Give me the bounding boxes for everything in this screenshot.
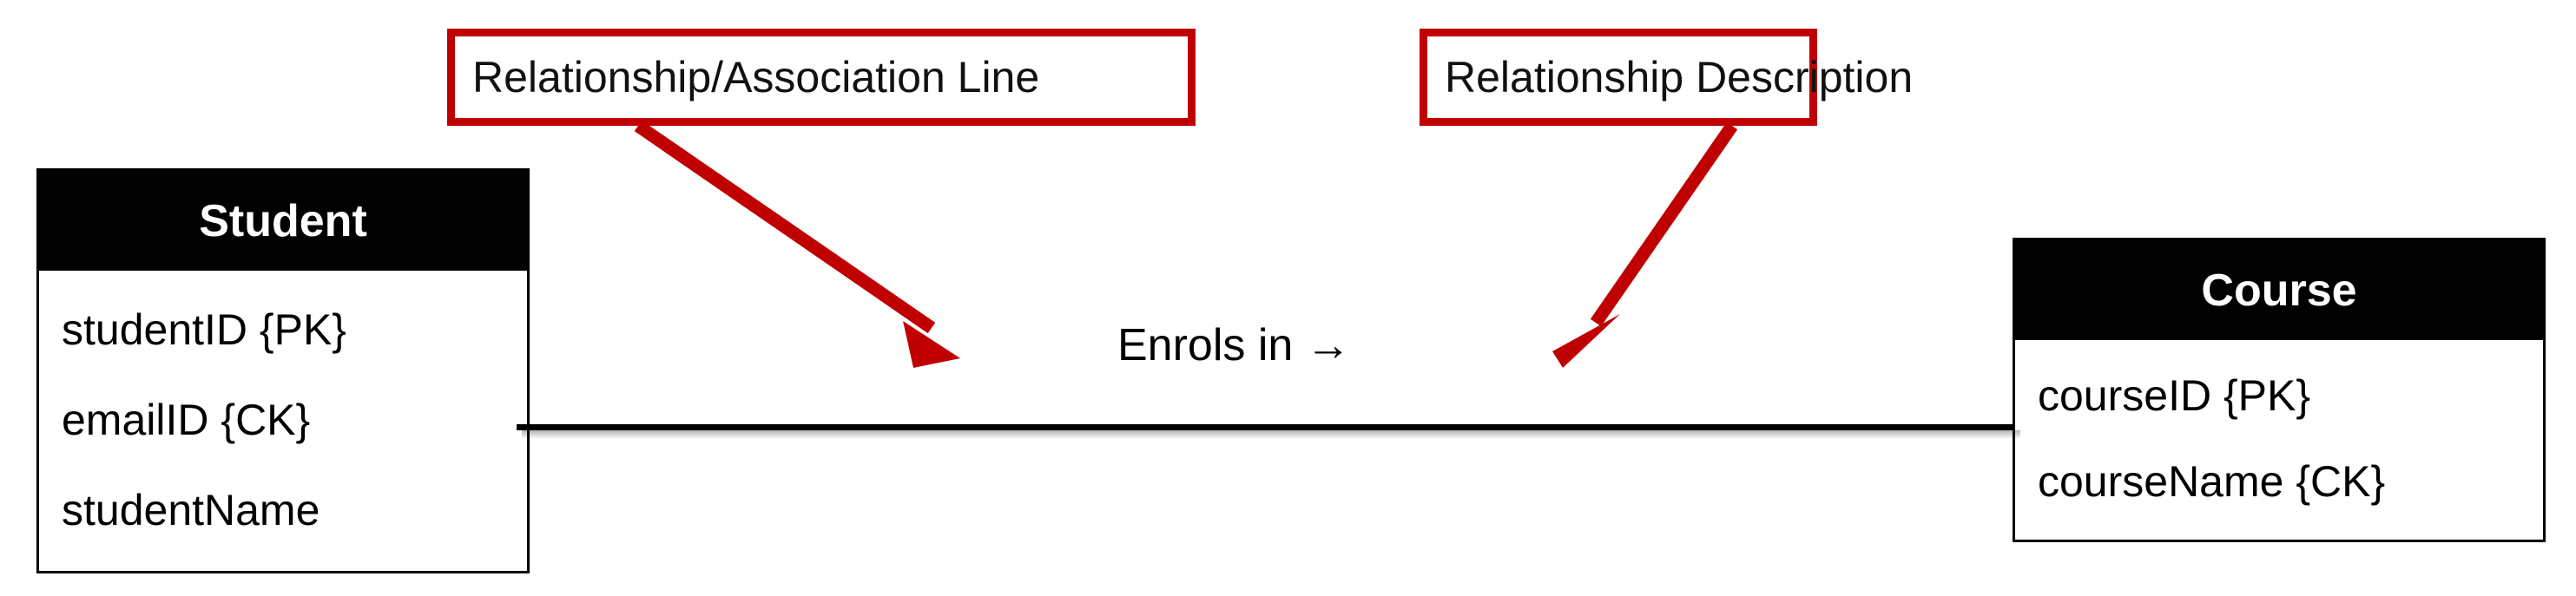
entity-student-attribute: emailID {CK} — [62, 396, 311, 444]
annotation-callout-relationship-description[interactable]: Relationship Description — [1420, 29, 1913, 126]
annotation-callout-association-line[interactable]: Relationship/Association Line — [447, 29, 1196, 126]
entity-student[interactable]: Student studentID {PK} emailID {CK} stud… — [36, 168, 530, 573]
entity-course-attribute: courseID {PK} — [2038, 370, 2311, 420]
annotation-arrow-association-line — [634, 120, 960, 368]
entity-student-attribute-list: studentID {PK} emailID {CK} studentName — [39, 271, 527, 571]
relationship-association-line[interactable] — [517, 424, 2020, 439]
relationship-description-label: Enrols in → — [1117, 320, 1351, 370]
annotation-callout-label: Relationship Description — [1445, 53, 1914, 102]
entity-course-attribute-list: courseID {PK} courseName {CK} — [2015, 340, 2543, 540]
annotation-callout-label: Relationship/Association Line — [472, 53, 1040, 102]
entity-course[interactable]: Course courseID {PK} courseName {CK} — [2013, 238, 2546, 542]
entity-course-attribute: courseName {CK} — [2038, 456, 2386, 506]
annotation-arrow-relationship-description — [1552, 121, 1738, 368]
entity-student-attribute: studentName — [62, 486, 320, 534]
entity-student-attribute: studentID {PK} — [62, 305, 347, 354]
entity-student-header: Student — [39, 171, 527, 271]
entity-course-header: Course — [2015, 240, 2543, 340]
